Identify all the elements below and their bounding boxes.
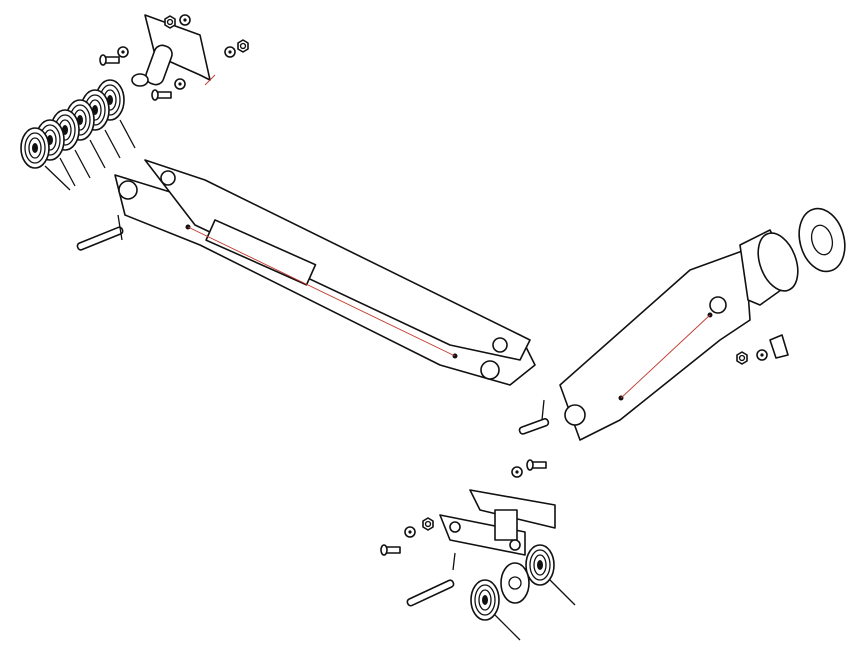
washer-icon (174, 78, 186, 90)
pin-icon (406, 552, 456, 607)
bolt-icon (380, 544, 401, 556)
arm-icon (439, 489, 556, 556)
arm-icon (559, 229, 799, 441)
pulley-icon (500, 562, 530, 604)
pin-icon (76, 214, 124, 251)
washer-icon (404, 526, 416, 538)
washer-icon (511, 466, 523, 478)
pin-icon (518, 399, 550, 435)
nut-icon (422, 517, 434, 531)
nut-icon (164, 15, 176, 29)
bolt-icon (99, 54, 120, 66)
pulley-icon (798, 207, 846, 273)
bracket-icon (769, 334, 789, 359)
spring-icon (525, 544, 576, 606)
spring-icon (20, 79, 136, 191)
nut-icon (237, 39, 249, 53)
bracket-icon (131, 14, 211, 87)
nut-icon (736, 351, 748, 365)
washer-icon (224, 46, 236, 58)
bolt-icon (526, 459, 547, 471)
spring-icon (470, 579, 521, 641)
washer-icon (117, 46, 129, 58)
washer-icon (179, 14, 191, 26)
arm-icon (114, 159, 536, 386)
washer-icon (756, 349, 768, 361)
bolt-icon (151, 89, 172, 101)
